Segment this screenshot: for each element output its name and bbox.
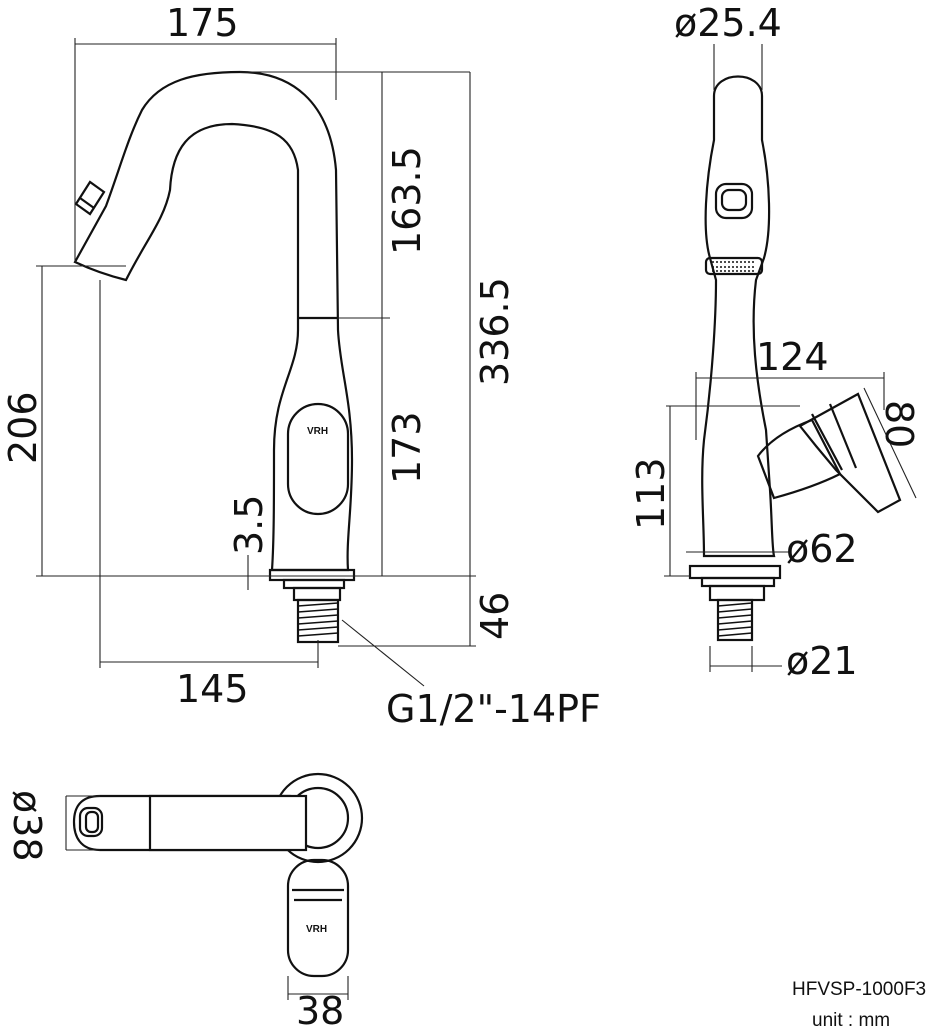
side-faucet-outline <box>701 75 776 558</box>
top-body <box>286 858 350 978</box>
dim-base: 3.5 <box>227 495 271 555</box>
dim-reach: 145 <box>176 667 249 711</box>
dim-total-height: 336.5 <box>473 277 517 386</box>
dim-outlet-dia: ø38 <box>5 790 49 862</box>
thread-spec-label: G1/2"-14PF <box>386 687 601 731</box>
front-aerator-button <box>74 180 106 216</box>
dim-handle: 80 <box>877 400 921 448</box>
dim-body-height: 173 <box>385 411 429 484</box>
dim-spout-dia: ø25.4 <box>674 1 782 45</box>
side-hex-nut <box>708 584 766 602</box>
dim-outlet-height: 206 <box>1 391 45 464</box>
front-base-plate <box>268 568 356 582</box>
side-aerator-holes <box>712 261 756 272</box>
front-view: VRH 175 163.5 <box>1 1 601 731</box>
thread-leader <box>341 619 425 687</box>
model-label: HFVSP-1000F3 <box>792 979 926 1000</box>
top-outlet <box>78 806 104 838</box>
dim-handle-height: 113 <box>629 457 673 530</box>
side-button-outer <box>714 182 754 220</box>
front-handle-slot <box>286 402 350 516</box>
top-logo-text: VRH <box>306 924 327 935</box>
side-base-nut <box>700 576 776 588</box>
front-base-nut <box>282 578 346 590</box>
front-hex-nut <box>292 586 342 602</box>
dim-handle-span: 124 <box>756 335 829 379</box>
unit-label: unit : mm <box>812 1010 890 1031</box>
side-base-plate <box>688 564 782 580</box>
logo-text: VRH <box>307 426 328 437</box>
side-button-inner <box>720 188 748 212</box>
dim-thread: 46 <box>473 592 517 640</box>
dim-body-width: 38 <box>296 989 344 1032</box>
side-view: ø25.4 124 80 113 ø62 ø21 <box>629 1 921 683</box>
front-faucet-outline <box>73 70 354 572</box>
dim-thread-dia: ø21 <box>786 639 858 683</box>
side-handle-lever <box>798 392 902 514</box>
dim-base-dia: ø62 <box>786 527 858 571</box>
side-thread <box>716 598 754 642</box>
side-thread-hatch <box>717 602 753 637</box>
side-aerator <box>704 256 764 276</box>
dim-spout-height: 163.5 <box>385 146 429 255</box>
dim-width: 175 <box>166 1 239 45</box>
front-thread-hatch <box>297 602 339 637</box>
top-view: VRH ø38 38 <box>5 772 364 1032</box>
